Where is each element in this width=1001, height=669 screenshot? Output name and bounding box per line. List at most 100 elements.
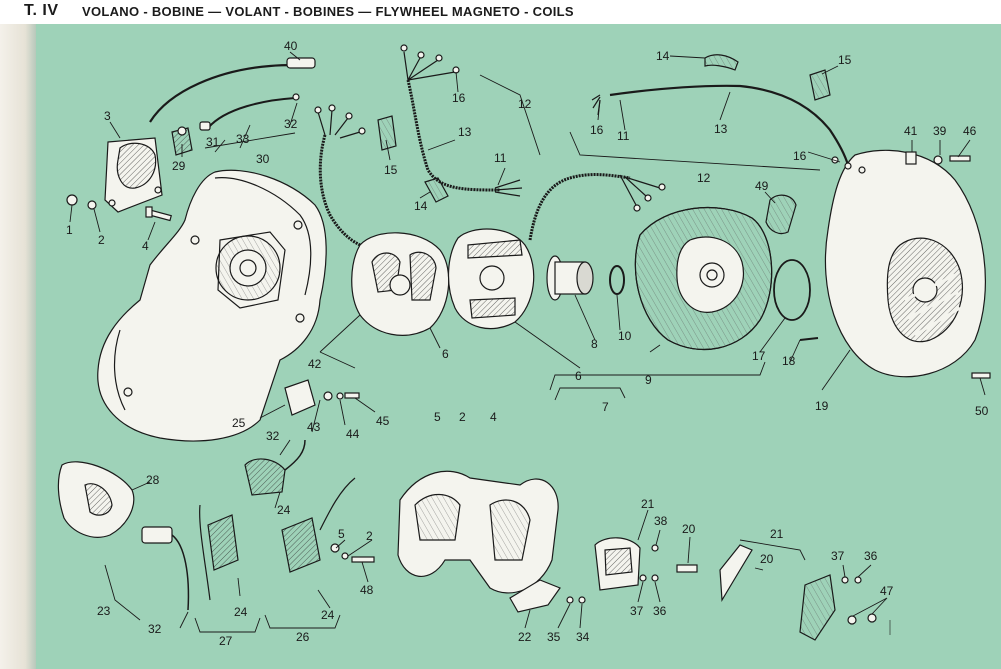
- callout-16: 16: [793, 149, 807, 163]
- callout-9: 9: [645, 373, 652, 387]
- callout-32: 32: [284, 117, 298, 131]
- callout-5: 5: [434, 410, 441, 424]
- contact-lever: [799, 574, 836, 641]
- callout-3: 3: [104, 109, 111, 123]
- callout-32: 32: [148, 622, 162, 636]
- flywheel-hub: [546, 255, 594, 301]
- breaker-bracket: [104, 137, 163, 213]
- nut: [66, 194, 78, 206]
- callout-47: 47: [880, 584, 894, 598]
- pin: [799, 337, 819, 341]
- callout-41: 41: [904, 124, 918, 138]
- callout-33: 33: [236, 132, 250, 146]
- callout-46: 46: [963, 124, 977, 138]
- callout-44: 44: [346, 427, 360, 441]
- callout-16: 16: [590, 123, 604, 137]
- grommet: [424, 177, 449, 203]
- callout-14: 14: [656, 49, 670, 63]
- callout-30: 30: [256, 152, 270, 166]
- contact-lever: [719, 544, 753, 602]
- hv-cable: [149, 62, 316, 123]
- contact-breaker: [594, 537, 641, 591]
- gasket: [773, 259, 811, 321]
- stator-plate: [447, 228, 535, 330]
- condenser: [171, 126, 193, 156]
- callout-45: 45: [376, 414, 390, 428]
- callout-2: 2: [98, 233, 105, 247]
- callout-36: 36: [653, 604, 667, 618]
- callout-15: 15: [384, 163, 398, 177]
- callout-12: 12: [697, 171, 711, 185]
- callout-39: 39: [933, 124, 947, 138]
- bracket: [509, 579, 561, 613]
- callout-13: 13: [714, 122, 728, 136]
- callout-38: 38: [654, 514, 668, 528]
- callout-19: 19: [815, 399, 829, 413]
- callout-37: 37: [831, 549, 845, 563]
- pickup-plate: [57, 461, 135, 538]
- callout-24: 24: [277, 503, 291, 517]
- callout-40: 40: [284, 39, 298, 53]
- callout-2: 2: [366, 529, 373, 543]
- crankcase-housing: [97, 169, 327, 442]
- condenser: [141, 526, 190, 611]
- ignition-coil: [199, 504, 239, 601]
- callout-5: 5: [338, 527, 345, 541]
- engine-casting: [397, 470, 559, 594]
- plate-header: T. IV VOLANO - BOBINE — VOLANT - BOBINES…: [0, 0, 1001, 24]
- plate-number: T. IV: [24, 2, 59, 19]
- callout-18: 18: [782, 354, 796, 368]
- coil-bracket: [284, 379, 316, 416]
- flywheel-cover: [824, 149, 987, 378]
- callout-11: 11: [617, 129, 630, 143]
- callout-13: 13: [458, 125, 472, 139]
- callout-17: 17: [752, 349, 766, 363]
- screw: [145, 206, 172, 222]
- callout-42: 42: [308, 357, 322, 371]
- grommet: [377, 115, 397, 151]
- callout-35: 35: [547, 630, 561, 644]
- callout-24: 24: [234, 605, 248, 619]
- callout-20: 20: [760, 552, 774, 566]
- callout-2: 2: [459, 410, 466, 424]
- callout-4: 4: [490, 410, 497, 424]
- callout-7: 7: [602, 400, 609, 414]
- leader-lines: [69, 51, 986, 635]
- callout-24: 24: [321, 608, 335, 622]
- flywheel-rotor: [634, 207, 773, 351]
- grommet: [765, 194, 797, 235]
- callout-21: 21: [641, 497, 655, 511]
- callout-10: 10: [618, 329, 632, 343]
- stator-plate: [351, 232, 450, 336]
- callout-32: 32: [266, 429, 280, 443]
- callout-36: 36: [864, 549, 878, 563]
- callout-49: 49: [755, 179, 769, 193]
- callout-34: 34: [576, 630, 590, 644]
- ignition-coil: [244, 458, 286, 496]
- ring: [609, 265, 625, 295]
- washer: [87, 200, 97, 210]
- callout-11: 11: [494, 151, 507, 165]
- callout-28: 28: [146, 473, 160, 487]
- callout-1: 1: [66, 223, 73, 237]
- callout-48: 48: [360, 583, 374, 597]
- callout-29: 29: [172, 159, 186, 173]
- callout-16: 16: [452, 91, 466, 105]
- callout-15: 15: [838, 53, 852, 67]
- callout-37: 37: [630, 604, 644, 618]
- callout-26: 26: [296, 630, 310, 644]
- callout-21: 21: [770, 527, 784, 541]
- ignition-coil: [281, 477, 356, 573]
- callout-4: 4: [142, 239, 149, 253]
- callout-labels: 40 3 29 31 33 32 30 1 2 4 16 12 13 11 15…: [66, 39, 989, 648]
- callout-12: 12: [518, 97, 532, 111]
- callout-14: 14: [414, 199, 428, 213]
- callout-27: 27: [219, 634, 233, 648]
- callout-20: 20: [682, 522, 696, 536]
- callout-6: 6: [442, 347, 449, 361]
- callout-23: 23: [97, 604, 111, 618]
- callout-50: 50: [975, 404, 989, 418]
- page-margin: [0, 24, 36, 669]
